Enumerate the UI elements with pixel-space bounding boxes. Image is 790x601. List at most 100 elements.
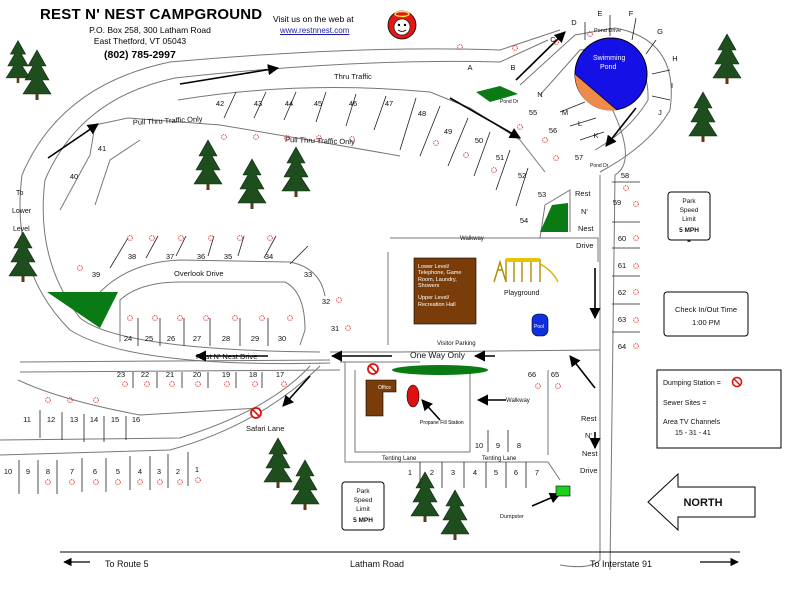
pool-icon (531, 313, 549, 337)
visitor-parking-label: Visitor Parking (437, 341, 476, 347)
speed1-l2: Speed (680, 207, 699, 214)
legend-sewer: Sewer Sites = (663, 400, 706, 407)
site-numbers: A B C D E F G H I J K L M N 42 43 44 45 … (4, 9, 678, 477)
office-label: Office (378, 385, 391, 391)
playground-icon (493, 258, 559, 283)
site-label: F (629, 9, 634, 18)
site-label: 5 (494, 468, 498, 477)
pond-dr-label-a: Pond Dr (500, 99, 519, 105)
site-label: 47 (385, 99, 393, 108)
tree-icon (8, 231, 38, 283)
checkin-l2: 1:00 PM (692, 318, 720, 327)
site-label: 22 (141, 370, 149, 379)
site-label: 6 (93, 467, 97, 476)
site-label: 24 (124, 334, 132, 343)
rnd-v1-1: N' (581, 207, 588, 216)
site-label: 1 (408, 468, 412, 477)
legend-tv-channels: 15 - 31 - 41 (675, 430, 711, 437)
site-label: 55 (529, 108, 537, 117)
overlook-drive-label: Overlook Drive (174, 269, 224, 278)
walkway-top-label: Walkway (460, 236, 484, 242)
speed1-l3: Limit (682, 216, 696, 223)
site-label: 3 (451, 468, 455, 477)
site-label: 7 (535, 468, 539, 477)
site-label: 2 (430, 468, 434, 477)
tenting-lane-label-2: Tenting Lane (482, 456, 517, 462)
site-label: 56 (549, 126, 557, 135)
rnd-v2-1: N' (585, 431, 592, 440)
rnd-v1-0: Rest (575, 189, 591, 198)
legend-tv-title: Area TV Channels (663, 419, 721, 426)
dumpster-icon (555, 485, 571, 497)
tree-icon (281, 146, 311, 198)
site-label: 37 (166, 252, 174, 261)
sign-boxes (341, 191, 782, 532)
site-label: 17 (276, 370, 284, 379)
trees (5, 33, 742, 541)
site-label: 39 (92, 270, 100, 279)
speed1-l4: 5 MPH (679, 227, 699, 234)
site-label: 12 (47, 415, 55, 424)
site-label: 34 (265, 252, 273, 261)
speed1-l1: Park (682, 198, 696, 205)
dumping-station-icon (250, 407, 262, 419)
site-label: 29 (251, 334, 259, 343)
site-label: 19 (222, 370, 230, 379)
to-route-5-label: To Route 5 (105, 559, 149, 569)
site-label: 66 (528, 370, 536, 379)
site-label: J (658, 108, 662, 117)
site-label: 59 (613, 198, 621, 207)
site-label: 21 (166, 370, 174, 379)
tree-icon (410, 471, 440, 523)
rest-n-nest-drive-label: Rest N' Nest Drive (196, 352, 257, 361)
tree-icon (193, 139, 223, 191)
dumpster-label: Dumpster (500, 514, 524, 520)
site-label: 43 (254, 99, 262, 108)
website-link[interactable]: www.restnnest.com (280, 26, 350, 35)
site-label: 42 (216, 99, 224, 108)
to-lower-level-2: Lower (12, 208, 32, 215)
site-label: 11 (23, 415, 31, 424)
site-label: 7 (70, 467, 74, 476)
site-label: D (571, 18, 577, 27)
one-way-label: One Way Only (410, 350, 466, 360)
swimming-pond-label-1: Swimming (593, 55, 625, 62)
rnd-v1-2: Nest (578, 224, 594, 233)
office-building (365, 379, 397, 417)
rec-hall-building (413, 257, 477, 325)
site-label: K (593, 131, 598, 140)
site-label: 9 (26, 467, 30, 476)
site-label: 63 (618, 315, 626, 324)
site-label: 41 (98, 144, 106, 153)
legend-dumping: Dumping Station = (663, 380, 721, 387)
site-label: M (562, 108, 568, 117)
site-label: 57 (575, 153, 583, 162)
page-title: REST N' NEST CAMPGROUND (40, 6, 263, 23)
site-label: 13 (70, 415, 78, 424)
site-label: 14 (90, 415, 98, 424)
site-label: 40 (70, 172, 78, 181)
rec-hall-label: Lower Level/ Telephone, Game Room, Laund… (418, 264, 461, 308)
propane-label: Propane Fill Station (420, 420, 464, 426)
site-label: 16 (132, 415, 140, 424)
address-line-1: P.O. Box 258, 300 Latham Road (89, 25, 211, 35)
campground-logo-icon[interactable] (387, 10, 417, 40)
site-label: 27 (193, 334, 201, 343)
site-label: 28 (222, 334, 230, 343)
site-label: 33 (304, 270, 312, 279)
site-label: 45 (314, 99, 322, 108)
site-label: 10 (4, 467, 12, 476)
rnd-v1-3: Drive (576, 241, 594, 250)
site-label: 61 (618, 261, 626, 270)
tree-icon (5, 40, 31, 84)
site-label: 35 (224, 252, 232, 261)
site-label: 32 (322, 297, 330, 306)
sewer-markers (45, 31, 753, 485)
to-lower-level-1: To (16, 190, 24, 197)
speed2-l1: Park (356, 488, 370, 495)
site-label: 18 (249, 370, 257, 379)
pond-dr-label-b: Pond Dr (590, 163, 609, 169)
site-label: C (550, 35, 556, 44)
to-lower-level-3: Level (13, 226, 30, 233)
site-label: 6 (514, 468, 518, 477)
